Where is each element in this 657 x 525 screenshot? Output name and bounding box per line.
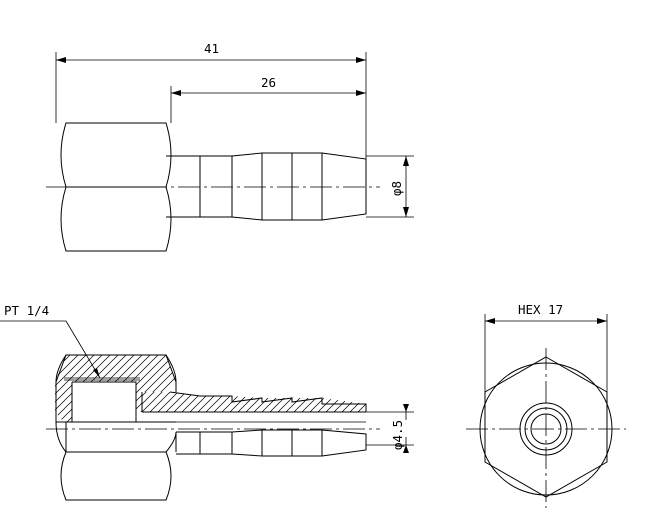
section-hatch-barb xyxy=(100,390,396,414)
hatch-line xyxy=(147,392,173,412)
hatch-line xyxy=(142,392,165,412)
dim-26-label: 26 xyxy=(261,75,276,90)
dim-phi45-label: φ4.5 xyxy=(390,420,405,450)
hatch-line xyxy=(127,355,176,422)
barb-stem xyxy=(166,152,367,221)
hatch-line xyxy=(175,355,176,422)
hatch-line xyxy=(0,350,43,425)
hatch-line xyxy=(372,390,396,414)
hatch-line xyxy=(55,355,124,422)
thread-callout: PT 1/4 xyxy=(0,303,101,379)
hatch-line xyxy=(142,392,149,412)
hatch-line xyxy=(55,355,60,422)
dim-hex: HEX 17 xyxy=(484,302,608,392)
hatch-line xyxy=(192,350,267,425)
hatch-line xyxy=(87,355,164,422)
hatch-line xyxy=(0,350,51,425)
thread-label: PT 1/4 xyxy=(4,303,49,318)
section-view: PT 1/4 φ4.5 xyxy=(0,303,414,501)
hatch-line xyxy=(63,355,140,422)
hatch-line xyxy=(108,390,132,414)
hatch-line xyxy=(167,355,176,422)
hatch-line xyxy=(95,355,172,422)
hatch-line xyxy=(184,350,259,425)
hatch-line xyxy=(55,355,100,422)
hatch-line xyxy=(155,392,181,412)
hatch-line xyxy=(143,355,176,422)
hatch-line xyxy=(363,392,366,412)
dim-outer-diameter: φ8 xyxy=(366,155,414,218)
dim-inner-diameter: φ4.5 xyxy=(366,404,414,453)
dim-phi8-label: φ8 xyxy=(389,181,404,196)
hatch-line xyxy=(100,390,124,414)
hatch-line xyxy=(55,355,132,422)
hex-label: HEX 17 xyxy=(518,302,563,317)
hatch-line xyxy=(119,355,176,422)
hatch-line xyxy=(55,355,68,422)
end-view: HEX 17 xyxy=(466,302,626,508)
hatch-line xyxy=(79,355,156,422)
hatch-line xyxy=(355,392,366,412)
hatch-line xyxy=(135,355,176,422)
hatch-line xyxy=(159,355,176,422)
dim-41-label: 41 xyxy=(204,41,219,56)
hatch-line xyxy=(0,350,35,425)
section-hatch xyxy=(0,350,267,425)
top-view: 41 26 φ8 xyxy=(46,41,414,252)
dim-overall-length: 41 xyxy=(55,41,367,159)
dim-barb-length: 26 xyxy=(170,75,366,123)
hatch-line xyxy=(55,355,116,422)
hatch-line xyxy=(151,355,176,422)
hatch-line xyxy=(103,355,176,422)
hatch-line xyxy=(55,355,84,422)
hatch-line xyxy=(55,355,108,422)
hatch-line xyxy=(142,392,157,412)
hatch-line xyxy=(55,355,92,422)
